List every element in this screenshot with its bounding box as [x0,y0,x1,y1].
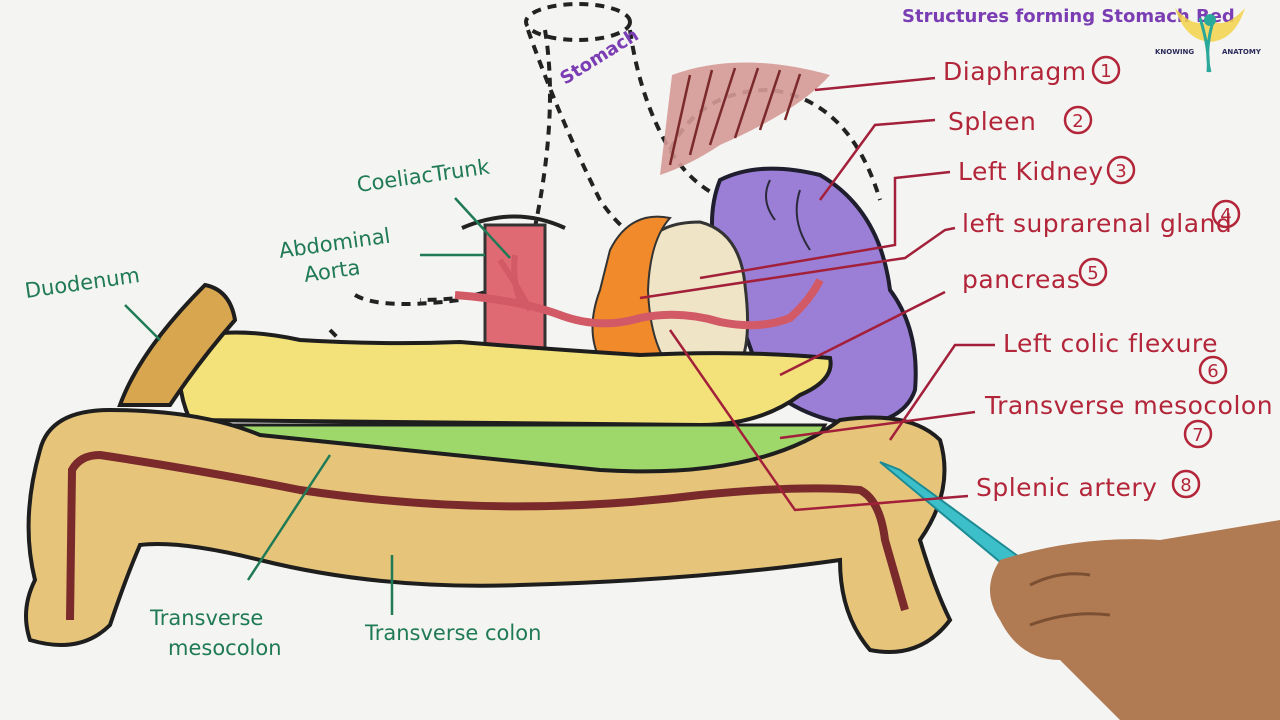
svg-text:2: 2 [1072,111,1083,132]
svg-text:8: 8 [1180,475,1191,496]
svg-text:4: 4 [1220,205,1231,226]
transverse-mesocolon-left-label-line2: mesocolon [168,636,282,660]
svg-text:Left Kidney: Left Kidney [958,157,1104,186]
svg-text:Diaphragm: Diaphragm [943,57,1087,86]
svg-text:Transverse mesocolon: Transverse mesocolon [984,391,1273,420]
svg-text:Spleen: Spleen [948,107,1036,136]
svg-text:1: 1 [1100,61,1111,82]
svg-text:6: 6 [1207,361,1218,382]
brand-left: KNOWING [1155,48,1194,56]
transverse-mesocolon-left-label-line1: Transverse [149,606,263,630]
svg-text:7: 7 [1192,425,1203,446]
svg-text:5: 5 [1087,263,1098,284]
svg-text:3: 3 [1115,161,1126,182]
transverse-colon-label: Transverse colon [364,621,541,645]
brand-right: ANATOMY [1222,48,1262,56]
svg-text:left suprarenal gland: left suprarenal gland [962,209,1232,238]
svg-text:Splenic artery: Splenic artery [976,473,1157,502]
svg-text:Left colic flexure: Left colic flexure [1003,329,1218,358]
svg-text:pancreas: pancreas [962,265,1080,294]
left-kidney [645,222,748,365]
